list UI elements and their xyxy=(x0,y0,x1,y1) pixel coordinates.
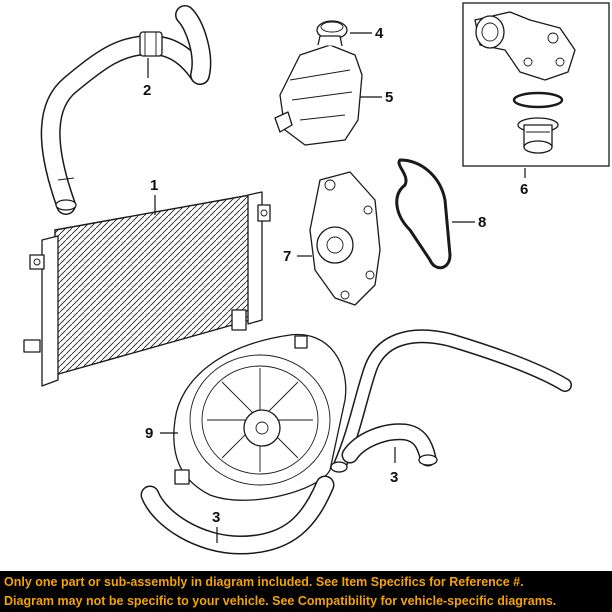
callout-3a-label: 3 xyxy=(212,509,220,526)
water-pump-gasket xyxy=(395,158,452,270)
lower-radiator-hose xyxy=(140,475,335,555)
thermostat-gasket xyxy=(512,91,564,109)
callout-6-label: 6 xyxy=(520,181,528,198)
callout-8: 8 xyxy=(452,214,486,231)
thermostat-housing xyxy=(474,11,576,81)
callout-9-label: 9 xyxy=(145,425,153,442)
callout-1: 1 xyxy=(150,177,158,215)
bypass-hose xyxy=(330,329,572,473)
callout-8-label: 8 xyxy=(478,214,486,231)
callout-7-label: 7 xyxy=(283,248,291,265)
callout-6: 6 xyxy=(520,168,528,198)
footer-line-1: Only one part or sub-assembly in diagram… xyxy=(4,575,524,589)
callout-3a: 3 xyxy=(212,509,220,543)
callout-2: 2 xyxy=(143,58,151,99)
upper-radiator-hose xyxy=(40,5,212,215)
footer-line-2: Diagram may not be specific to your vehi… xyxy=(4,594,557,608)
coolant-reservoir xyxy=(274,35,363,146)
callout-4: 4 xyxy=(350,25,384,42)
disclaimer-footer: Only one part or sub-assembly in diagram… xyxy=(0,571,612,612)
callout-4-label: 4 xyxy=(375,25,384,42)
radiator xyxy=(23,191,271,387)
callout-2-label: 2 xyxy=(143,82,151,99)
callout-5: 5 xyxy=(360,89,393,106)
thermostat xyxy=(517,117,559,154)
cooling-fan-assembly xyxy=(173,333,347,501)
callout-1-label: 1 xyxy=(150,177,158,194)
callout-3b: 3 xyxy=(390,447,398,486)
thermostat-kit-box xyxy=(462,2,610,167)
callout-7: 7 xyxy=(283,248,312,265)
callout-3b-label: 3 xyxy=(390,469,398,486)
callout-9: 9 xyxy=(145,425,178,442)
water-pump xyxy=(309,171,381,306)
callout-5-label: 5 xyxy=(385,89,393,106)
